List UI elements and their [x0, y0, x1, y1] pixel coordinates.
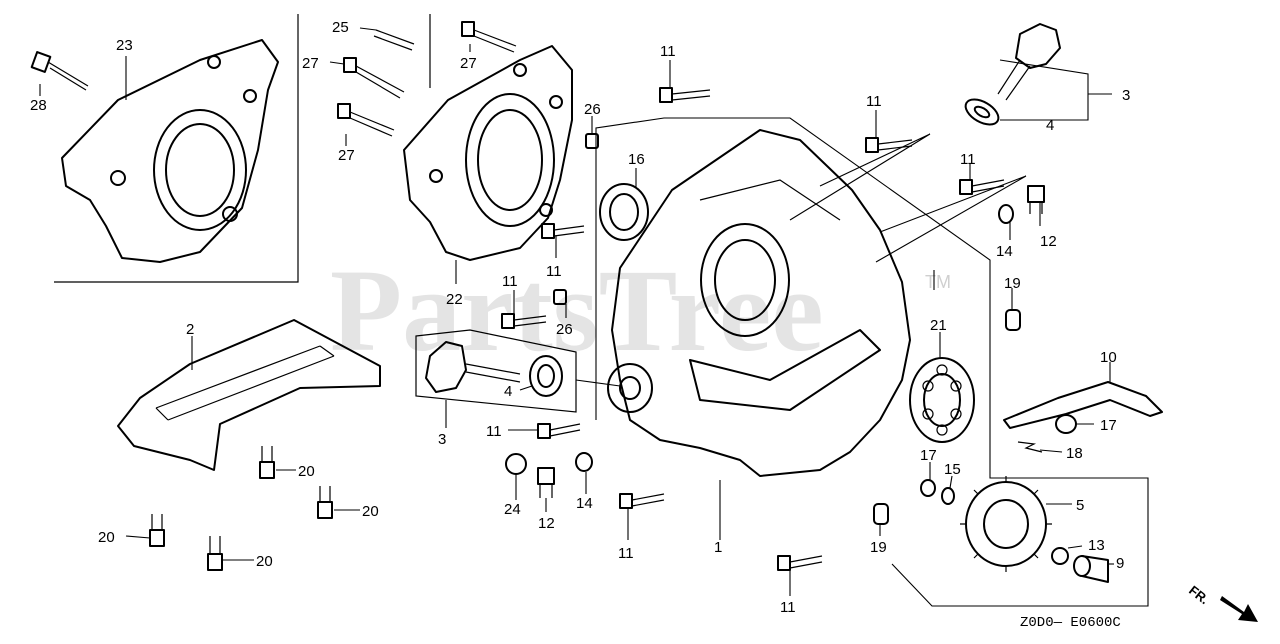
part-11-bolt-f[interactable] — [537, 423, 581, 439]
callout-12-bottom: 12 — [538, 515, 555, 532]
callout-14-right: 14 — [996, 243, 1013, 260]
callout-11-e: 11 — [502, 273, 518, 290]
part-11-bolt-h[interactable] — [777, 555, 823, 571]
callout-12-right: 12 — [1040, 233, 1057, 250]
part-4-washer-top[interactable] — [961, 94, 1002, 129]
part-18-clip[interactable] — [1017, 441, 1043, 453]
callout-23: 23 — [116, 37, 133, 54]
callout-27-top: 27 — [460, 55, 477, 72]
callout-3-left: 3 — [438, 431, 446, 448]
part-20-bolt-b[interactable] — [317, 486, 333, 519]
part-2-shroud-plate[interactable] — [117, 319, 381, 471]
part-16-oil-seal[interactable] — [599, 183, 649, 241]
part-9-pin[interactable] — [1073, 555, 1109, 583]
callout-21: 21 — [930, 317, 947, 334]
callout-11-d: 11 — [546, 263, 562, 280]
callout-25: 25 — [332, 19, 349, 36]
callout-14-bottom: 14 — [576, 495, 593, 512]
callout-4-top: 4 — [1046, 117, 1054, 134]
diagram-code: Z0D0— E0600C — [1020, 615, 1121, 631]
part-27-bolt-low[interactable] — [337, 103, 395, 137]
group-frame-23 — [54, 14, 299, 283]
part-27-bolt-mid[interactable] — [343, 57, 405, 99]
callout-17-bottom: 17 — [920, 447, 937, 464]
part-11-bolt-a[interactable] — [659, 87, 711, 103]
part-26-dowel-low[interactable] — [553, 289, 567, 305]
callout-18: 18 — [1066, 445, 1083, 462]
group-frame-3 — [415, 329, 577, 413]
front-direction-indicator: FR. — [1186, 583, 1258, 622]
part-11-bolt-g[interactable] — [619, 493, 665, 509]
callout-9: 9 — [1116, 555, 1124, 572]
part-24-nut[interactable] — [505, 453, 527, 475]
callout-11-h: 11 — [780, 599, 796, 616]
callout-11-f: 11 — [486, 423, 502, 440]
callout-19-bottom: 19 — [870, 539, 887, 556]
callout-28: 28 — [30, 97, 47, 114]
part-11-bolt-b[interactable] — [865, 137, 913, 153]
callout-11-b: 11 — [866, 93, 882, 110]
callout-2: 2 — [186, 321, 194, 338]
callout-27-mid: 27 — [302, 55, 319, 72]
part-3-oil-filler-cap-top[interactable] — [997, 23, 1061, 101]
part-19-dowel-bottom[interactable] — [873, 503, 889, 525]
part-11-bolt-d[interactable] — [541, 223, 585, 239]
part-28-bolt[interactable] — [30, 51, 89, 91]
callout-labels: 23 28 25 27 27 27 22 26 26 16 11 11 11 1… — [30, 19, 1130, 616]
watermark-tm: TM — [925, 272, 951, 292]
part-20-bolt-a[interactable] — [259, 446, 275, 479]
callout-5: 5 — [1076, 497, 1084, 514]
part-22-flange[interactable] — [403, 45, 573, 261]
part-10-governor-arm[interactable] — [1003, 381, 1163, 429]
watermark-text: PartsTree — [330, 245, 824, 376]
callout-27-low: 27 — [338, 147, 355, 164]
part-27-bolt-top[interactable] — [461, 21, 517, 53]
part-20-bolt-c[interactable] — [149, 514, 165, 547]
callout-17-right: 17 — [1100, 417, 1117, 434]
part-17-nut-right[interactable] — [1055, 414, 1077, 434]
part-1-crankcase-cover[interactable] — [607, 129, 911, 477]
callout-15: 15 — [944, 461, 961, 478]
callout-11-g: 11 — [618, 545, 634, 562]
callout-1: 1 — [714, 539, 722, 556]
part-11-bolt-e[interactable] — [501, 313, 547, 329]
part-20-bolt-d[interactable] — [207, 536, 223, 571]
part-15-washer[interactable] — [941, 487, 955, 505]
callout-20-d: 20 — [256, 553, 273, 570]
part-5-governor-gear[interactable] — [960, 476, 1052, 572]
callout-22: 22 — [446, 291, 463, 308]
group-frame-1 — [595, 117, 1149, 607]
callout-19-right: 19 — [1004, 275, 1021, 292]
callout-3-top: 3 — [1122, 87, 1130, 104]
callout-24: 24 — [504, 501, 521, 518]
callout-26-low: 26 — [556, 321, 573, 338]
callout-20-b: 20 — [362, 503, 379, 520]
part-4-washer-left[interactable] — [529, 355, 563, 397]
part-19-dowel-right[interactable] — [1005, 309, 1021, 331]
callout-10: 10 — [1100, 349, 1117, 366]
part-12-bolt-bottom[interactable] — [537, 467, 555, 498]
part-25-stud[interactable] — [373, 29, 415, 51]
part-13-washer[interactable] — [1051, 547, 1069, 565]
front-arrow-icon — [1220, 596, 1258, 622]
part-14-washer-right[interactable] — [998, 204, 1014, 224]
part-14-washer-bottom[interactable] — [575, 452, 593, 472]
front-label: FR. — [1186, 583, 1212, 608]
callout-26-top: 26 — [584, 101, 601, 118]
callout-16: 16 — [628, 151, 645, 168]
part-12-bolt-right[interactable] — [1027, 185, 1045, 214]
leader-lines — [39, 27, 1114, 596]
callout-20-c: 20 — [98, 529, 115, 546]
part-3-oil-filler-cap-left[interactable] — [425, 341, 521, 393]
callout-20-a: 20 — [298, 463, 315, 480]
part-17-nut-bottom[interactable] — [920, 479, 936, 497]
part-23-flange[interactable] — [61, 39, 279, 263]
callout-13: 13 — [1088, 537, 1105, 554]
part-21-bearing[interactable] — [909, 357, 975, 443]
callout-11-c: 11 — [960, 151, 976, 168]
callout-4-left: 4 — [504, 383, 512, 400]
callout-11-a: 11 — [660, 43, 676, 60]
